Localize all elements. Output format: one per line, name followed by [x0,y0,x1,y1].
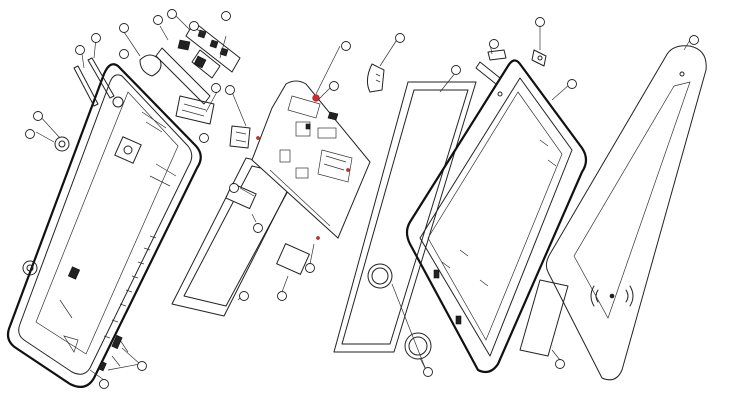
callout-1 [167,9,177,19]
callout-16 [329,81,339,91]
top-connector [185,21,241,73]
callout-27 [423,367,433,377]
main-board [251,80,371,240]
callout-11 [211,83,221,93]
callout-2 [189,21,199,31]
callout-3 [221,11,231,21]
callout-6 [91,33,101,43]
callout-17 [451,65,461,75]
callout-15 [395,33,405,43]
callout-13 [199,133,209,143]
callout-4 [119,23,129,33]
top-clip [531,49,547,67]
callout-14 [341,41,351,51]
callout-22 [229,183,239,193]
front-glass [545,45,707,381]
callout-28 [555,359,565,369]
callout-25 [277,291,287,301]
callout-29 [99,379,109,389]
callout-9 [25,129,35,139]
side-strip [73,57,115,107]
nfc-sticker [519,279,569,357]
callout-30 [137,361,147,371]
callout-8 [33,111,43,121]
round-speaker-lower [404,332,432,360]
round-speaker-upper [367,263,393,289]
callout-19 [535,17,545,27]
callout-26 [239,291,249,301]
nfc-symbol [590,285,634,307]
callout-18 [489,39,499,49]
middle-frame [405,59,588,374]
callout-21 [689,35,699,45]
callout-23 [253,223,263,233]
small-round-part [54,136,70,152]
callout-10 [119,49,129,59]
callout-20 [567,79,577,89]
flex-cable [366,63,385,93]
callouts [25,9,699,389]
small-bracket [229,125,251,149]
bracket-cluster [139,39,221,125]
callout-5 [153,15,163,25]
callout-24 [305,263,315,273]
lcd-panel [333,81,477,353]
callout-12 [225,85,235,95]
rear-housing [6,63,202,389]
top-small-part [475,49,507,85]
callout-7 [75,45,85,55]
